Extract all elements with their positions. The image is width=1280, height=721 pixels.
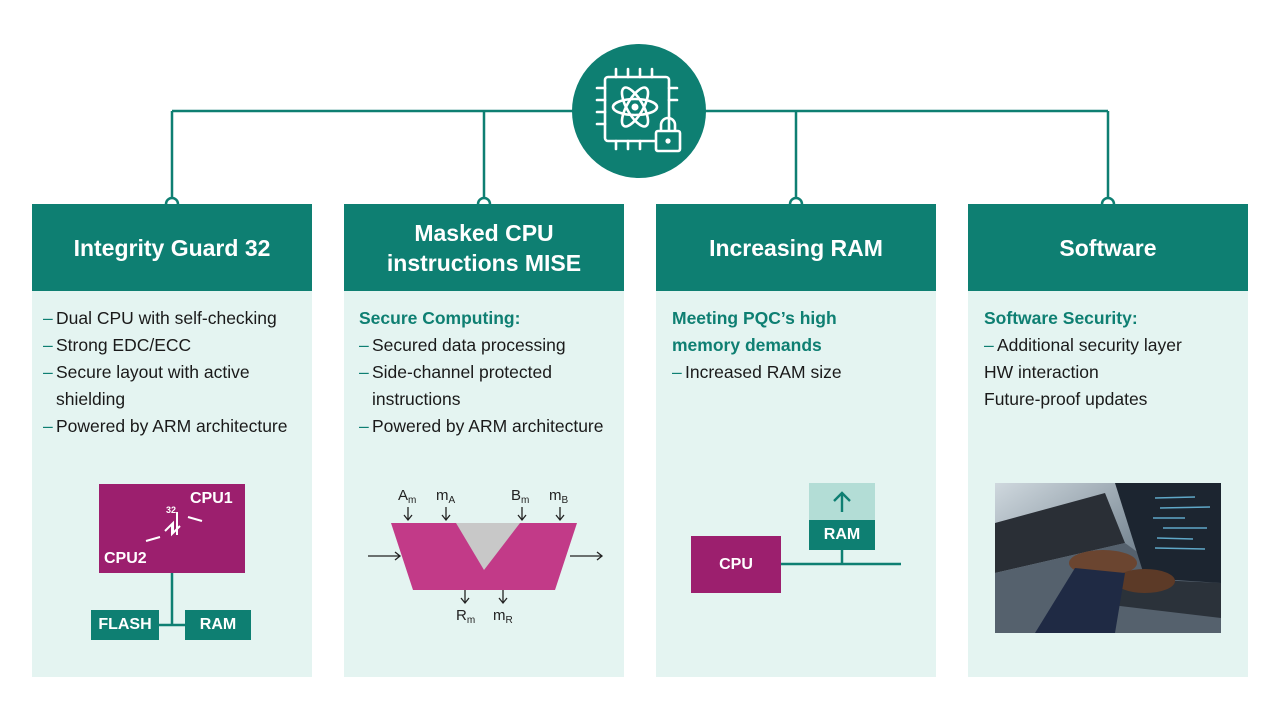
card-subtitle: Secure Computing: <box>359 308 521 328</box>
card-subtitle: Software Security: <box>984 308 1138 328</box>
hands-typing-on-laptop-photo <box>995 483 1221 633</box>
ram-box: RAM <box>185 610 251 640</box>
list-item: Powered by ARM architecture <box>43 413 296 440</box>
card-title: Software <box>968 204 1248 291</box>
hub-circle <box>572 44 706 178</box>
card-title: Integrity Guard 32 <box>32 204 312 291</box>
feature-list: Dual CPU with self-checking Strong EDC/E… <box>43 305 296 440</box>
card-masked-cpu: Masked CPU instructions MISE Secure Comp… <box>344 204 624 677</box>
list-item: Secure layout with active shielding <box>43 359 296 413</box>
feature-list: Secured data processing Side-channel pro… <box>359 332 608 440</box>
ram-box: RAM <box>809 520 875 550</box>
card-integrity-guard: Integrity Guard 32 Dual CPU with self-ch… <box>32 204 312 677</box>
list-item: Side-channel protected instructions <box>359 359 608 413</box>
list-item: Future-proof updates <box>984 389 1148 409</box>
list-item: HW interaction <box>984 362 1099 382</box>
card-title: Masked CPU instructions MISE <box>344 204 624 291</box>
list-item: Additional security layer <box>984 332 1232 359</box>
feature-list: Additional security layer HW interaction… <box>984 332 1232 413</box>
card-subtitle: Meeting PQC’s high memory demands <box>672 308 837 355</box>
card-increasing-ram: Increasing RAM Meeting PQC’s high memory… <box>656 204 936 677</box>
list-item: Secured data processing <box>359 332 608 359</box>
card-title: Increasing RAM <box>656 204 936 291</box>
flash-box: FLASH <box>91 610 159 640</box>
feature-list: Increased RAM size <box>672 359 920 386</box>
list-item: Powered by ARM architecture <box>359 413 608 440</box>
chip-atom-lock-icon <box>595 67 682 153</box>
list-item: Strong EDC/ECC <box>43 332 296 359</box>
list-item: Increased RAM size <box>672 359 920 386</box>
cpu-box: CPU <box>691 536 781 593</box>
list-item: Dual CPU with self-checking <box>43 305 296 332</box>
